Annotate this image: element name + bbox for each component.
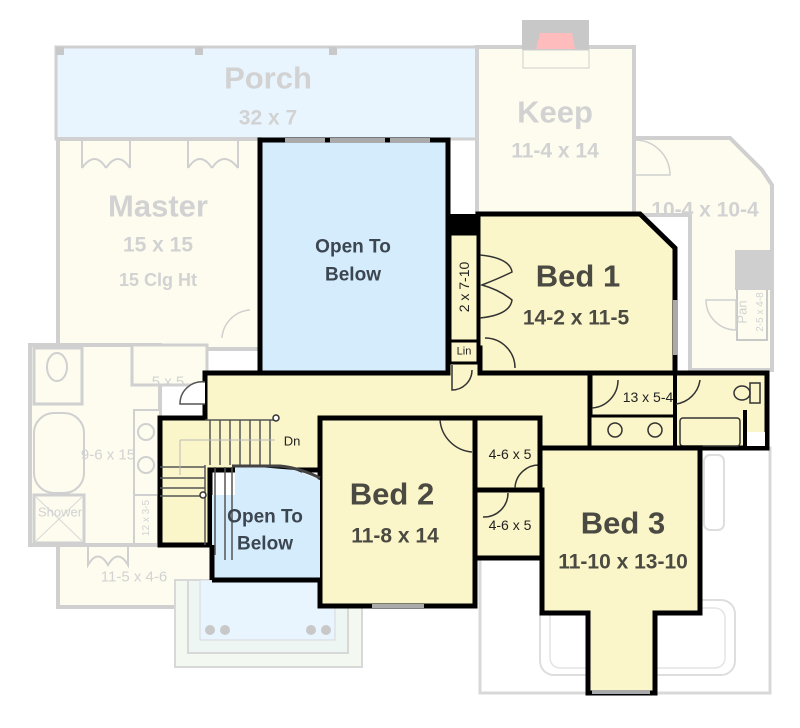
open-to-below-top-area bbox=[257, 137, 451, 376]
bed1-label: Bed 1 bbox=[535, 258, 621, 294]
open-to-below-stair-line2: Below bbox=[237, 533, 293, 555]
bed2-label: Bed 2 bbox=[349, 476, 435, 512]
bed3-dims: 11-10 x 13-10 bbox=[558, 550, 688, 574]
fireplace-hearth bbox=[536, 33, 575, 49]
bed1-closet-dims: 2 x 7-10 bbox=[456, 261, 472, 313]
bed2-area bbox=[317, 415, 478, 609]
linen-area bbox=[448, 339, 480, 365]
master-closet-dims: 5 x 5 bbox=[151, 373, 185, 391]
linen-label: Lin bbox=[456, 345, 472, 358]
keep-area bbox=[475, 45, 636, 219]
stair-down-label: Dn bbox=[283, 433, 301, 449]
porch-label: Porch bbox=[224, 60, 312, 96]
nook-dims: 10-4 x 10-4 bbox=[651, 198, 759, 222]
closet-b-area bbox=[472, 487, 545, 561]
keep-label: Keep bbox=[517, 94, 593, 130]
closet-b-dims: 4-6 x 5 bbox=[488, 517, 532, 533]
bed3-label: Bed 3 bbox=[580, 505, 666, 541]
bath-dims: 13 x 5-4 bbox=[622, 389, 674, 405]
linen-small-dims: 12 x 3-5 bbox=[141, 499, 152, 537]
closet-a-area bbox=[472, 415, 543, 493]
pantry-dims: 2-5 x 4-8 bbox=[755, 292, 766, 332]
open-to-below-top-line2: Below bbox=[325, 264, 381, 286]
open-to-below-stair-line1: Open To bbox=[227, 506, 303, 528]
sink-icon bbox=[607, 422, 623, 438]
bed2-dims: 11-8 x 14 bbox=[351, 524, 439, 548]
master-dims: 15 x 15 bbox=[122, 233, 194, 257]
bed1-dims: 14-2 x 11-5 bbox=[522, 306, 630, 330]
sink-icon bbox=[647, 422, 663, 438]
pantry-label: Pan bbox=[734, 300, 750, 324]
porch-area bbox=[54, 45, 481, 141]
staircase bbox=[160, 414, 321, 560]
vestibule-dims: 11-5 x 4-6 bbox=[100, 568, 168, 586]
bathtub bbox=[679, 417, 741, 447]
shower-label: Shower bbox=[37, 504, 83, 520]
closet-a-dims: 4-6 x 5 bbox=[488, 446, 532, 462]
porch-dims: 32 x 7 bbox=[238, 106, 298, 130]
master-label: Master bbox=[108, 188, 208, 224]
open-to-below-top-line1: Open To bbox=[315, 236, 391, 258]
bed3-area bbox=[537, 445, 703, 696]
keep-dims: 11-4 x 14 bbox=[511, 139, 599, 163]
upper-floor bbox=[157, 137, 770, 696]
master-bath-dims: 9-6 x 15 bbox=[80, 446, 136, 464]
open-to-below-stair-area bbox=[212, 465, 320, 580]
master-ceiling: 15 Clg Ht bbox=[118, 270, 198, 290]
